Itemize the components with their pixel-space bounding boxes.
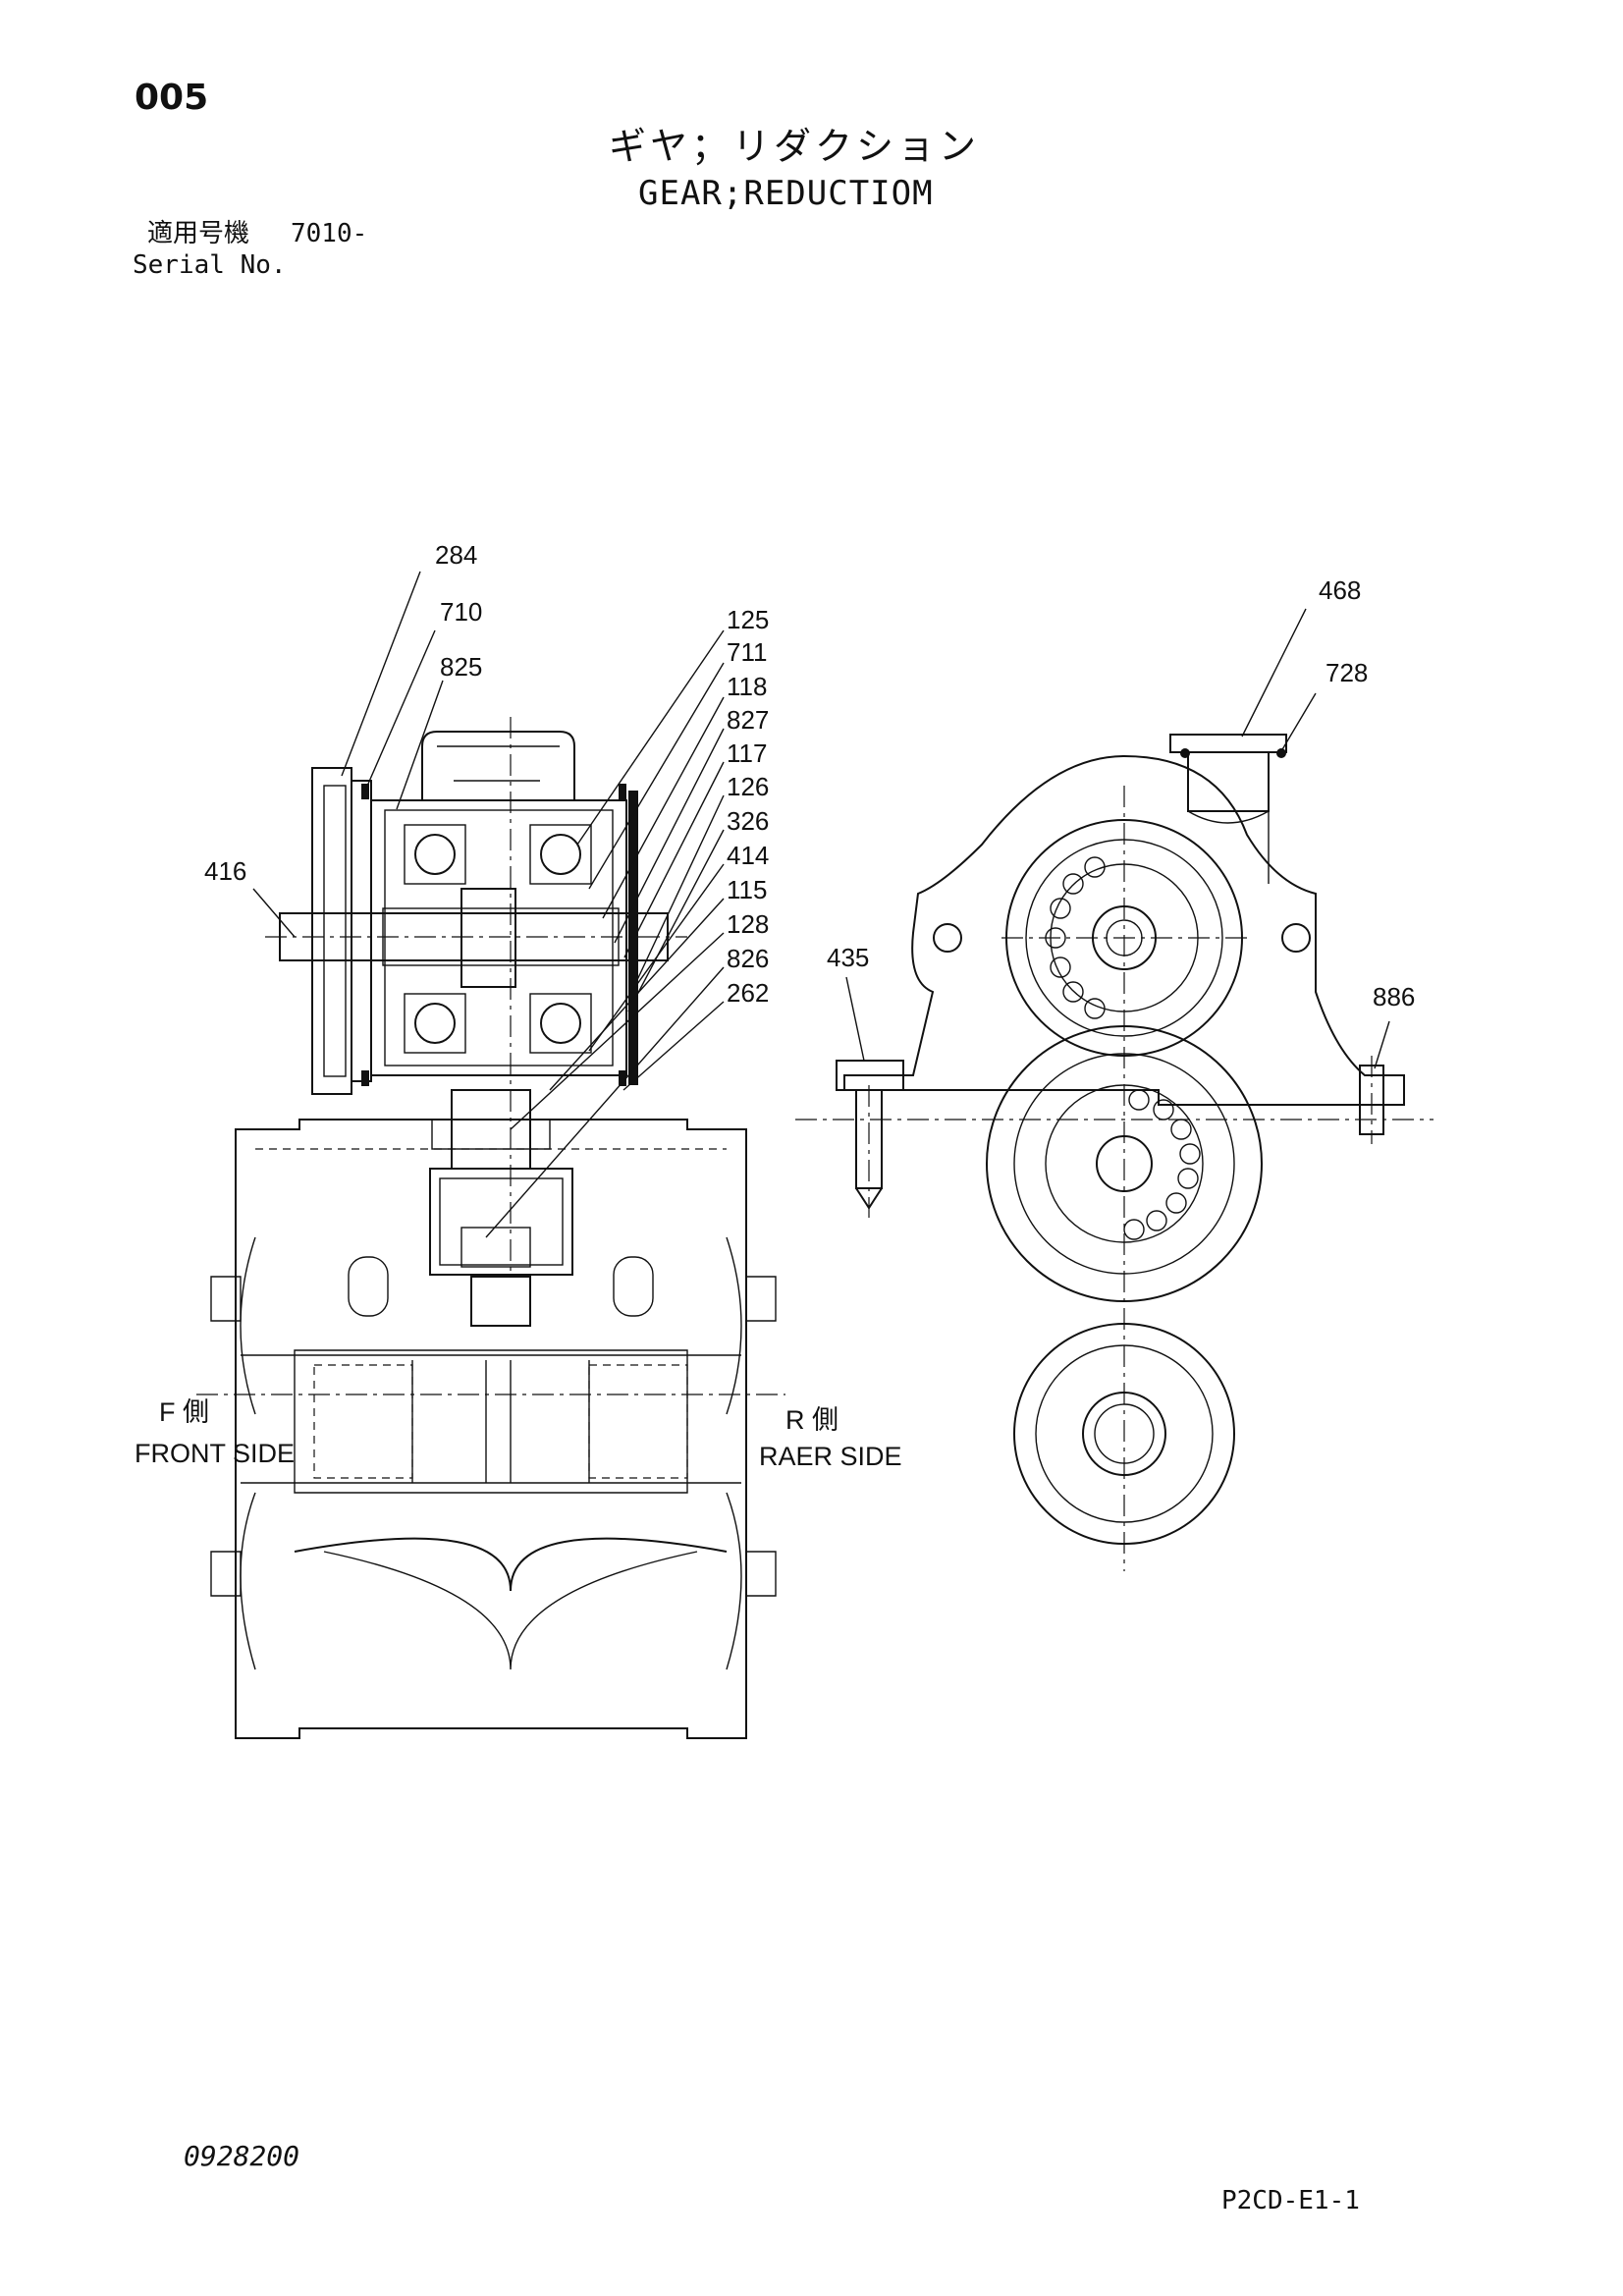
document-number: 0928200 <box>184 2140 300 2172</box>
front-side-label-en: FRONT SIDE <box>135 1439 295 1468</box>
callout-126: 126 <box>727 772 769 801</box>
callout-labels: 284 710 825 416 125 711 118 827 117 126 … <box>204 540 1415 1011</box>
callout-128: 128 <box>727 909 769 939</box>
callout-435: 435 <box>827 943 869 972</box>
callout-468: 468 <box>1319 575 1361 605</box>
right-leader-lines <box>845 608 1390 1069</box>
section-view-drawing <box>196 717 785 1739</box>
rear-side-label-jp: R 側 <box>785 1405 839 1435</box>
callout-826: 826 <box>727 944 769 973</box>
front-view-drawing <box>795 734 1434 1571</box>
callout-125: 125 <box>727 605 769 634</box>
callout-710: 710 <box>440 597 482 627</box>
serial-label-english: Serial No. <box>133 250 287 280</box>
callout-414: 414 <box>727 841 769 870</box>
serial-value: 7010- <box>291 219 368 248</box>
callout-416: 416 <box>204 856 246 886</box>
callout-284: 284 <box>435 540 477 570</box>
lower-bearing-rollers <box>1123 1089 1201 1240</box>
callout-115: 115 <box>727 875 767 904</box>
front-side-label-jp: F 側 <box>159 1397 209 1427</box>
left-leader-lines <box>252 571 725 1238</box>
callout-711: 711 <box>727 637 767 667</box>
serial-label-japanese: 適用号機 <box>147 219 250 248</box>
rear-side-label-en: RAER SIDE <box>759 1442 902 1471</box>
callout-117: 117 <box>727 738 767 768</box>
side-labels: F 側 FRONT SIDE R 側 RAER SIDE <box>135 1397 902 1471</box>
callout-827: 827 <box>727 705 769 735</box>
page-code: P2CD-E1-1 <box>1221 2186 1360 2215</box>
page-number: 005 <box>135 78 209 118</box>
callout-728: 728 <box>1325 658 1368 687</box>
callout-825: 825 <box>440 652 482 682</box>
page-title-english: GEAR;REDUCTIOM <box>638 174 934 213</box>
callout-326: 326 <box>727 806 769 836</box>
callout-118: 118 <box>727 672 767 701</box>
callout-262: 262 <box>727 978 769 1008</box>
page-title-japanese: ギヤ；リダクション <box>609 125 981 168</box>
upper-bearing-rollers <box>1045 856 1106 1019</box>
callout-886: 886 <box>1373 982 1415 1011</box>
